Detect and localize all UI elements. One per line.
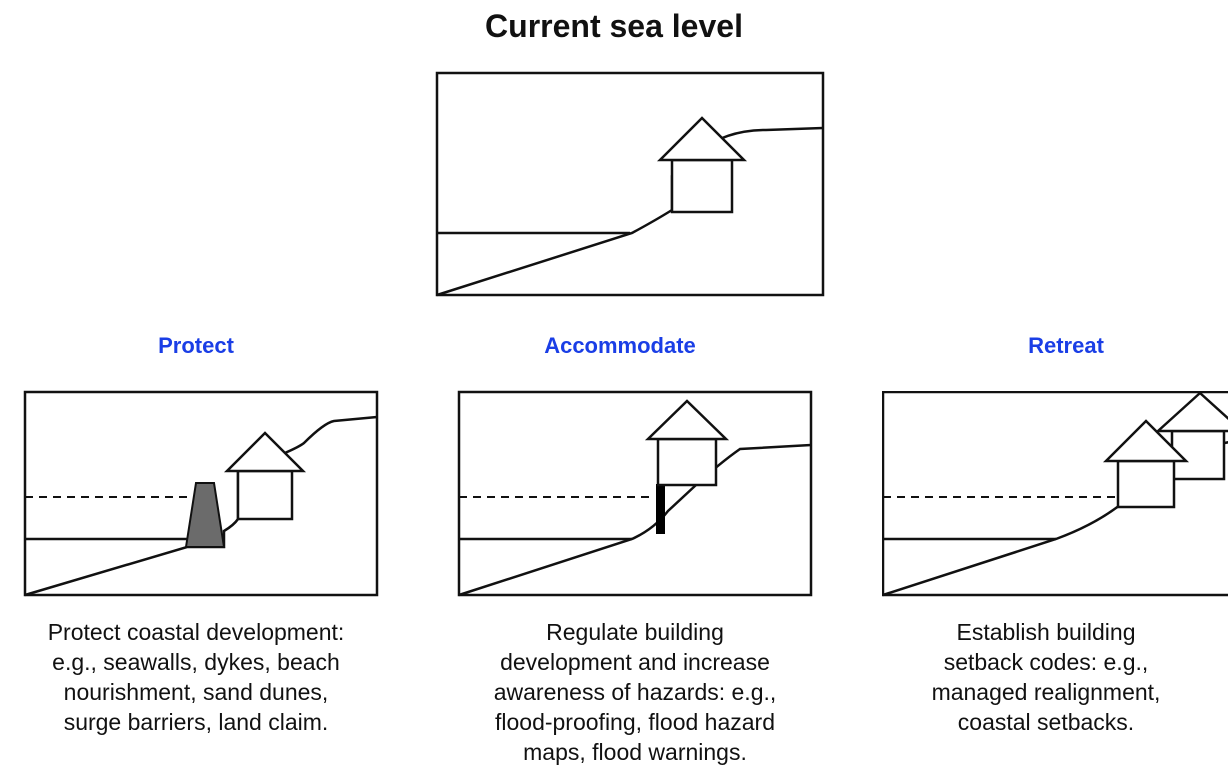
- flood-barrier: [656, 484, 665, 534]
- house-body: [670, 158, 734, 214]
- house-body: [656, 437, 718, 487]
- caption-line: surge barriers, land claim.: [63, 709, 329, 735]
- retreat-caption: Establish building setback codes: e.g., …: [856, 617, 1228, 737]
- retreat-panel: [882, 391, 1228, 597]
- relocated-house-roof: [1154, 391, 1228, 433]
- house-body: [1116, 459, 1176, 509]
- house-roof: [644, 399, 730, 441]
- caption-line: e.g., seawalls, dykes, beach: [52, 649, 340, 675]
- shore-profile: [436, 126, 824, 297]
- caption-line: managed realignment,: [931, 679, 1161, 705]
- protect-label: Protect: [158, 333, 234, 358]
- caption-line: setback codes: e.g.,: [943, 649, 1149, 675]
- house-roof: [223, 431, 307, 473]
- caption-line: nourishment, sand dunes,: [63, 679, 329, 705]
- seawall: [184, 482, 226, 548]
- house-roof: [1102, 419, 1190, 463]
- current-sea-level-panel: [435, 71, 825, 297]
- protect-panel: [23, 390, 379, 597]
- panel-frame: [23, 390, 379, 597]
- panel-frame: [435, 71, 825, 297]
- caption-line: Establish building: [956, 619, 1136, 645]
- caption-line: flood-proofing, flood hazard: [494, 709, 776, 735]
- caption-line: Regulate building: [546, 619, 724, 645]
- caption-line: maps, flood warnings.: [523, 739, 747, 765]
- caption-line: coastal setbacks.: [957, 709, 1135, 735]
- caption-line: development and increase: [500, 649, 770, 675]
- panel-frame: [457, 390, 813, 597]
- accommodate-caption: Regulate building development and increa…: [445, 617, 825, 767]
- accommodate-panel: [457, 390, 813, 597]
- accommodate-label: Accommodate: [544, 333, 696, 358]
- shore-profile: [458, 443, 812, 597]
- caption-line: Protect coastal development:: [47, 619, 345, 645]
- caption-line: awareness of hazards: e.g.,: [493, 679, 777, 705]
- panel-frame: [882, 391, 1228, 597]
- retreat-label: Retreat: [1028, 333, 1104, 358]
- diagram-title: Current sea level: [485, 8, 743, 44]
- protect-caption: Protect coastal development: e.g., seawa…: [6, 617, 386, 737]
- house-body: [236, 469, 294, 521]
- house-roof: [656, 116, 748, 162]
